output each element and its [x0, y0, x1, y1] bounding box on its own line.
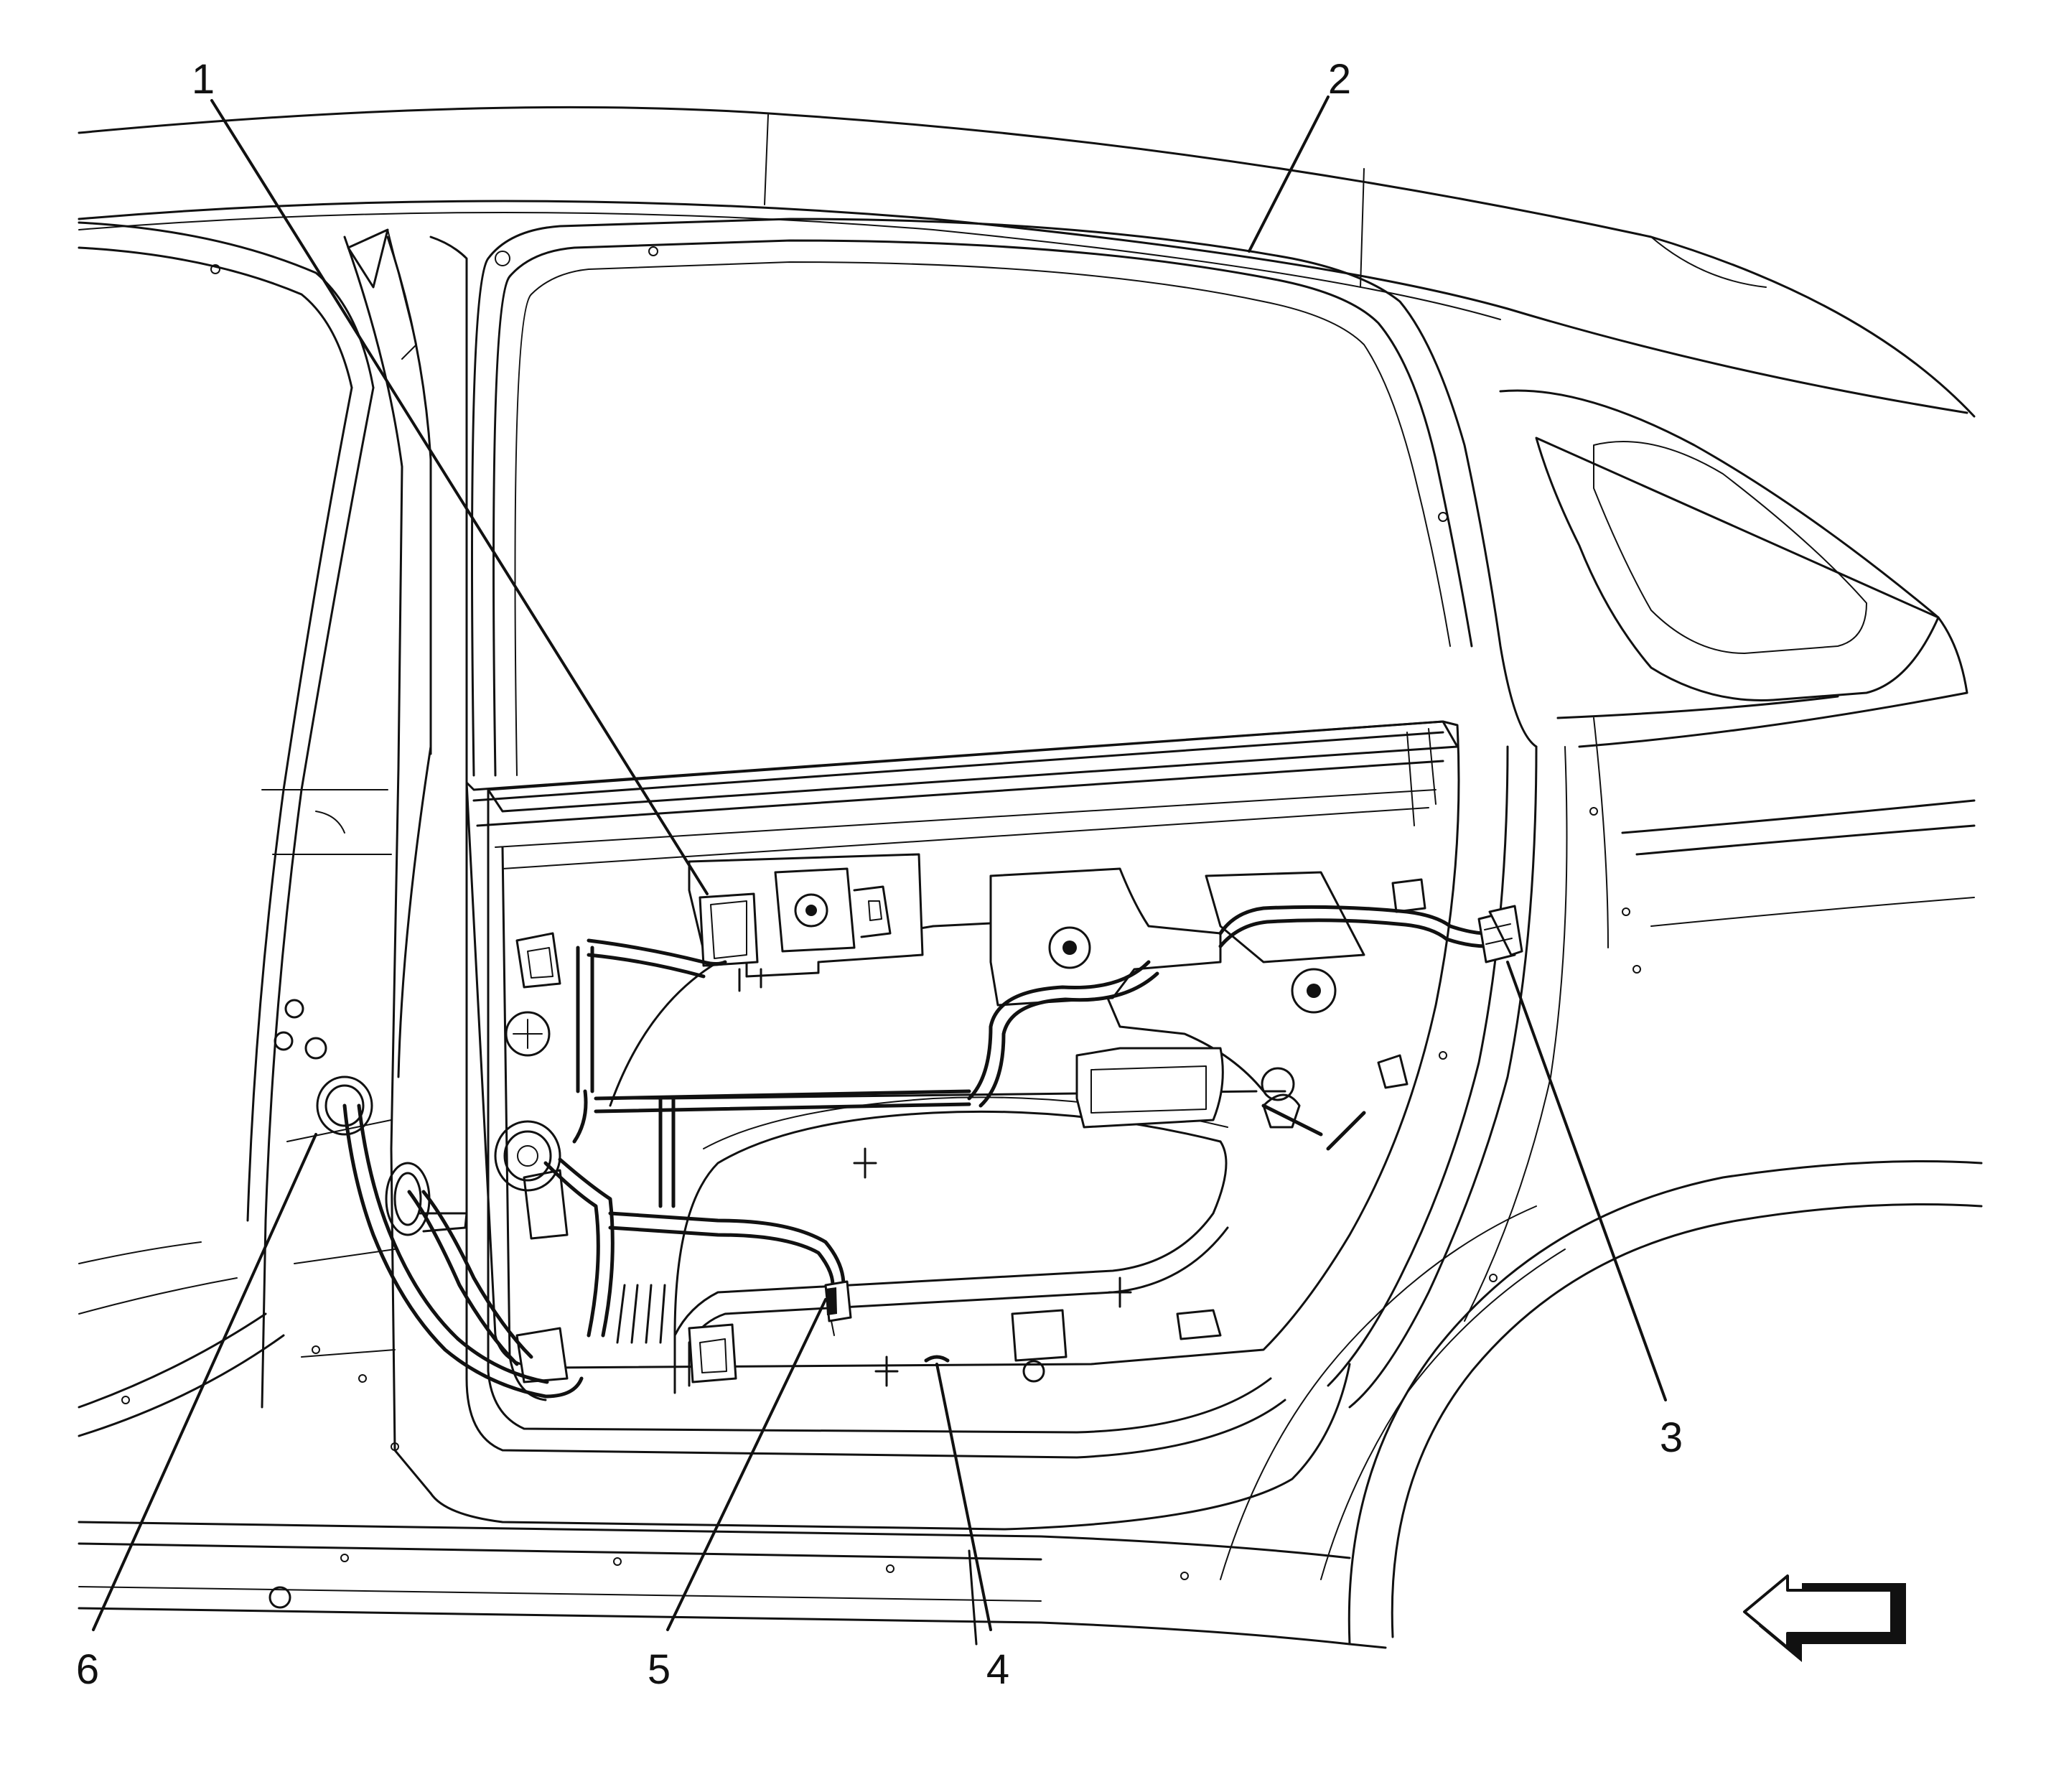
- callout-leaders: [92, 95, 1667, 1631]
- leader-4: [935, 1363, 992, 1631]
- leader-1: [210, 99, 709, 895]
- leader-5: [666, 1298, 827, 1631]
- leader-6: [92, 1133, 317, 1631]
- vehicle-body-outline: [78, 106, 1983, 1649]
- fastener-holes: [121, 246, 1641, 1609]
- door-speaker-bracket: [989, 867, 1426, 1383]
- callout-6: 6: [76, 1646, 99, 1693]
- callout-1: 1: [192, 56, 215, 103]
- door-inner-panel: [465, 720, 1460, 1401]
- door-lock-actuator-component: [688, 853, 924, 992]
- callout-labels: 1 2 3 4 5 6: [76, 56, 1683, 1693]
- callout-5: 5: [648, 1646, 671, 1693]
- pillar-grommets: [274, 999, 468, 1236]
- door-wiring-harness: [342, 905, 1488, 1399]
- callout-3: 3: [1660, 1414, 1683, 1461]
- harness-connectors: [824, 905, 1523, 1336]
- arrow-left-icon: [1743, 1574, 1906, 1662]
- door-clips-left: [494, 932, 1295, 1383]
- door-opening-frame: [429, 218, 1609, 1531]
- callout-2: 2: [1328, 56, 1351, 103]
- callout-4: 4: [986, 1646, 1009, 1693]
- leader-2: [1248, 95, 1330, 253]
- leader-3: [1506, 961, 1667, 1401]
